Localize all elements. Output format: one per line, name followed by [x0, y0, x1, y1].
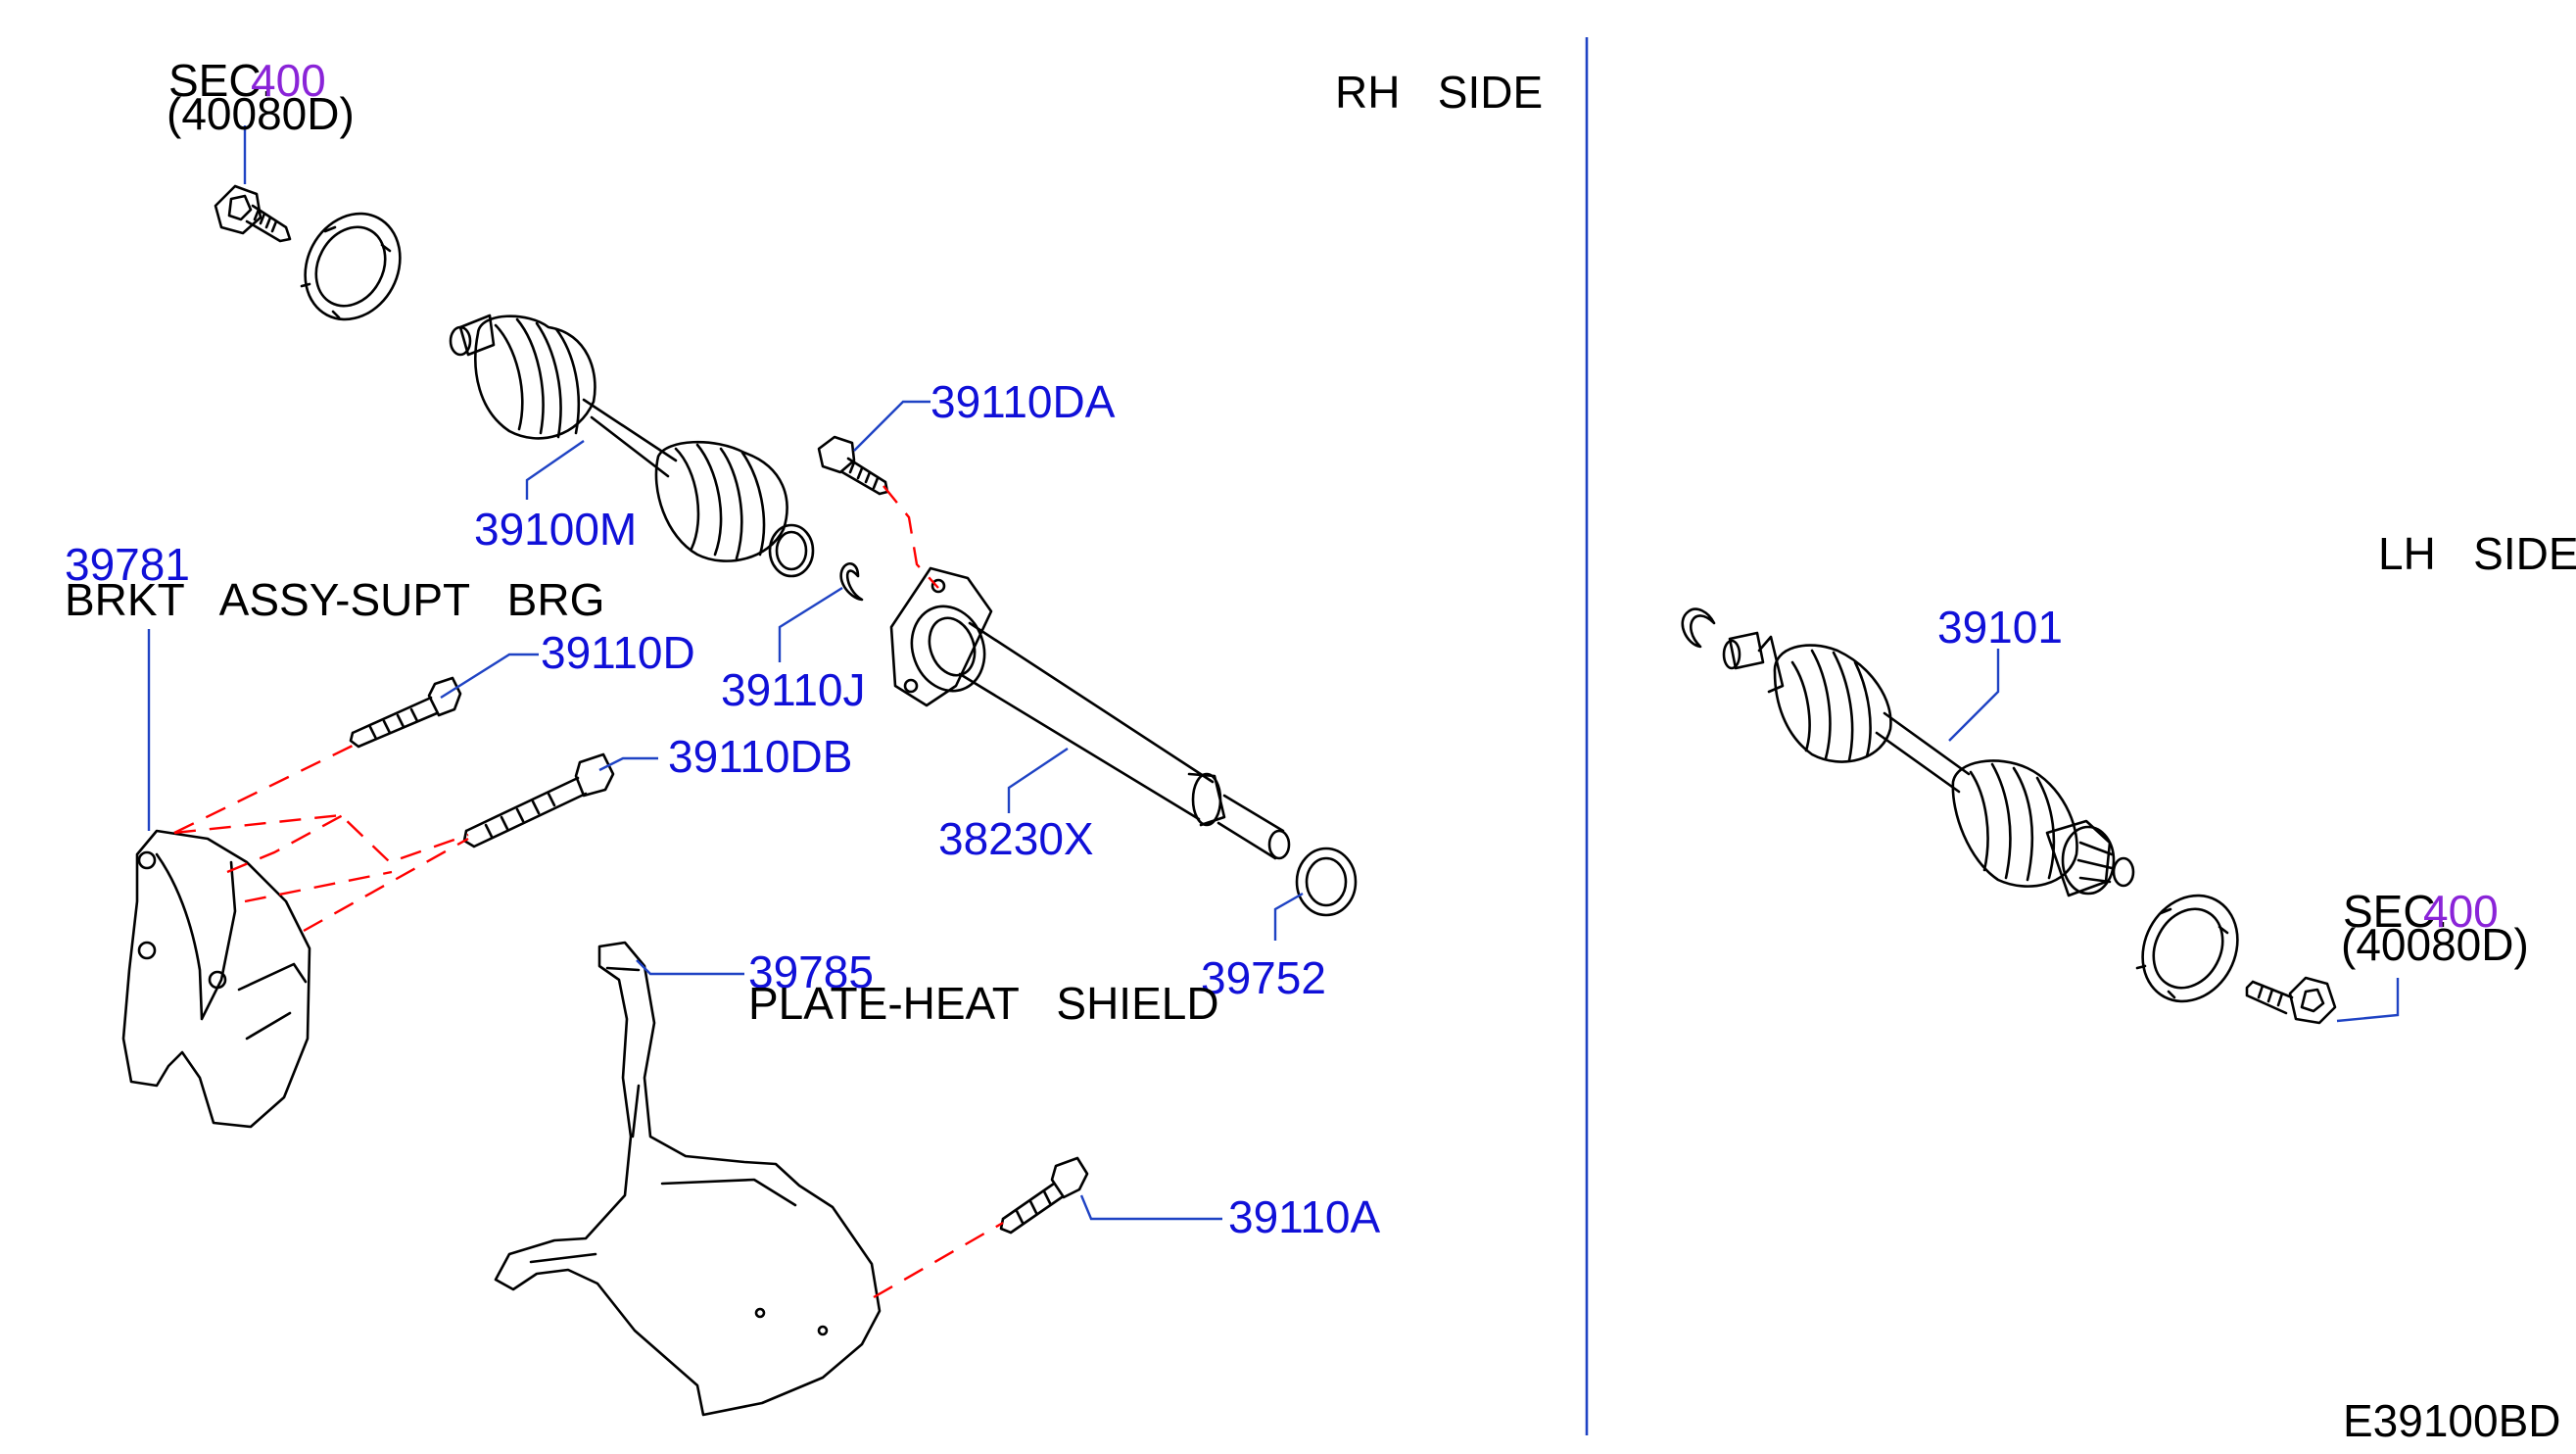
lh-sec-number[interactable]: 400: [2423, 886, 2499, 937]
part-39110D[interactable]: 39110D: [541, 627, 695, 678]
rh-hub-nut-drawing: [214, 184, 292, 243]
diagram-code: E39100BD: [2343, 1395, 2561, 1446]
rh-side-label: RH SIDE: [1335, 67, 1543, 118]
part-39110A[interactable]: 39110A: [1228, 1191, 1381, 1242]
lh-hub-nut-drawing: [2245, 976, 2337, 1025]
part-39781-name: BRKT ASSY-SUPT BRG: [65, 574, 604, 625]
rh-sec-prefix: SEC.: [168, 55, 273, 106]
snap-ring-39110J-drawing: [839, 562, 864, 602]
rh-drive-shaft-drawing: [449, 314, 815, 578]
bolt-39110DA-drawing: [817, 435, 889, 496]
rh-sec-code: (40080D): [167, 88, 355, 139]
part-39110J[interactable]: 39110J: [721, 664, 866, 715]
rh-sec-number[interactable]: 400: [251, 55, 326, 106]
bolt-39110DB-drawing: [462, 752, 615, 848]
leader-lines: [147, 125, 2400, 1221]
bolt-39110A-drawing: [999, 1156, 1089, 1235]
part-39110DB[interactable]: 39110DB: [668, 731, 852, 782]
part-39110DA[interactable]: 39110DA: [930, 376, 1116, 427]
center-shaft-38230X-drawing: [889, 566, 1291, 860]
part-39785[interactable]: 39785: [748, 946, 874, 997]
o-ring-39752-drawing: [1295, 847, 1358, 917]
part-38230X[interactable]: 38230X: [938, 813, 1094, 864]
lh-snap-ring-drawing: [1681, 607, 1716, 649]
part-39785-name: PLATE-HEAT SHIELD: [748, 978, 1219, 1029]
rh-sensor-ring-drawing: [300, 212, 402, 321]
lh-side-label: LH SIDE: [2378, 528, 2576, 579]
bracket-39781-drawing: [121, 829, 311, 1129]
part-39101[interactable]: 39101: [1937, 602, 2063, 653]
bolt-39110D-drawing: [349, 676, 462, 749]
part-39781[interactable]: 39781: [65, 539, 190, 590]
lh-drive-shaft-39101-drawing: [1722, 631, 2135, 897]
heat-shield-39785-drawing: [494, 941, 882, 1417]
lh-sec-prefix: SEC.: [2343, 886, 2448, 937]
dashed-lines: [173, 485, 1004, 1299]
part-39100M[interactable]: 39100M: [474, 504, 637, 555]
lh-sensor-ring-drawing: [2135, 894, 2239, 1003]
lh-sec-code: (40080D): [2341, 919, 2529, 970]
part-39752[interactable]: 39752: [1201, 952, 1326, 1003]
